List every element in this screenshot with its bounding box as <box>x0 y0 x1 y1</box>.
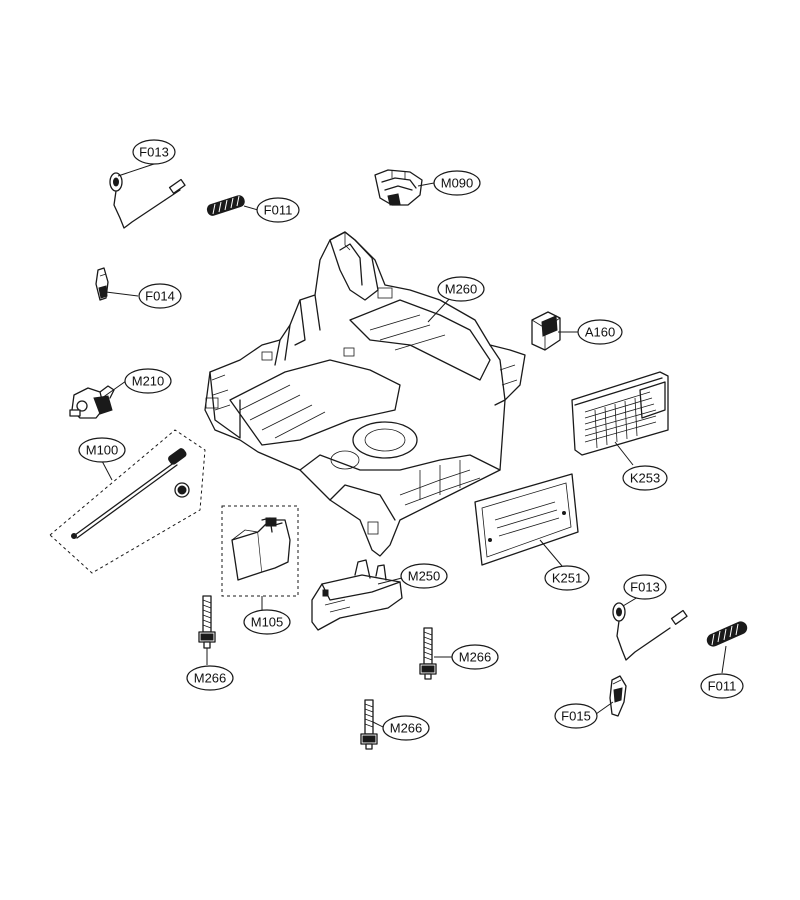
f011-bottom-part <box>706 621 748 647</box>
callout-a160: A160 <box>577 319 623 345</box>
callout-m266-left: M266 <box>186 665 234 691</box>
label-f015: F015 <box>561 709 591 724</box>
callout-f011-bottom: F011 <box>700 673 744 699</box>
label-m266-bottom: M266 <box>390 721 423 736</box>
m100-group <box>49 429 206 574</box>
callout-m266-bottom: M266 <box>382 715 430 741</box>
callout-f013-top: F013 <box>132 139 176 165</box>
label-m105: M105 <box>251 615 284 630</box>
m266-mid-screw <box>419 627 437 680</box>
label-k253: K253 <box>630 471 660 486</box>
label-m266-left: M266 <box>194 671 227 686</box>
f011-top-part <box>206 195 245 216</box>
callout-m105: M105 <box>243 609 291 635</box>
m090-part <box>374 169 423 206</box>
label-m260: M260 <box>445 282 478 297</box>
label-m266-mid: M266 <box>459 650 492 665</box>
callout-m100: M100 <box>78 437 126 463</box>
callout-m090: M090 <box>433 170 481 196</box>
callout-m266-mid: M266 <box>451 644 499 670</box>
label-k251: K251 <box>552 571 582 586</box>
callout-m210: M210 <box>124 368 172 394</box>
label-m100: M100 <box>86 443 119 458</box>
label-a160: A160 <box>585 325 615 340</box>
callout-k253: K253 <box>622 465 668 491</box>
m266-bottom-screw <box>360 699 378 750</box>
callout-m250: M250 <box>400 563 448 589</box>
callout-f014: F014 <box>138 283 182 309</box>
label-f013-top: F013 <box>139 145 169 160</box>
k253-part <box>571 371 669 456</box>
m250-part <box>311 559 403 631</box>
f015-part <box>609 675 627 717</box>
callout-f015: F015 <box>554 703 598 729</box>
callout-m260: M260 <box>437 276 485 302</box>
f014-part <box>95 267 109 301</box>
m105-group <box>221 505 299 597</box>
callout-k251: K251 <box>544 565 590 591</box>
m266-left-screw <box>198 595 216 649</box>
label-f011-bottom: F011 <box>708 679 737 694</box>
f013-bottom-part <box>612 602 688 661</box>
label-m210: M210 <box>132 374 165 389</box>
base-frame-drawing <box>204 231 526 557</box>
m210-part <box>69 385 115 419</box>
leader-lines <box>101 163 727 729</box>
label-f013-bottom: F013 <box>630 580 660 595</box>
label-m250: M250 <box>408 569 441 584</box>
callout-f013-bottom: F013 <box>623 574 667 600</box>
label-f014: F014 <box>145 289 175 304</box>
f013-top-part <box>109 172 186 229</box>
callout-f011-top: F011 <box>256 197 300 223</box>
a160-part <box>531 311 561 351</box>
label-f011-top: F011 <box>264 203 293 218</box>
label-m090: M090 <box>441 176 474 191</box>
k251-part <box>474 473 579 566</box>
